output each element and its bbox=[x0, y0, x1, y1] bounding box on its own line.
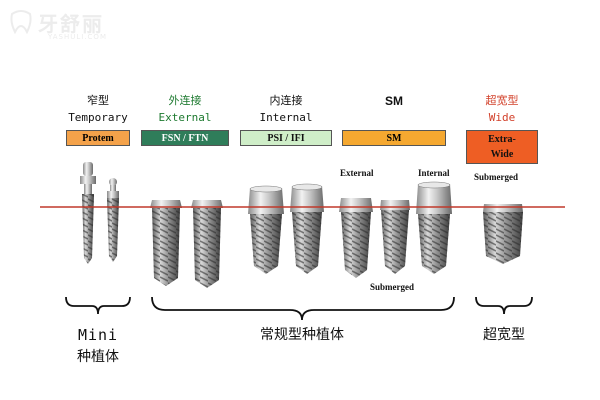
header-internal-en: Internal bbox=[259, 111, 313, 124]
implant-psi-1 bbox=[248, 185, 284, 274]
group-wide: 超宽型 bbox=[483, 327, 525, 343]
tooth-icon bbox=[10, 10, 32, 34]
header-wide-en: Wide bbox=[488, 111, 516, 124]
header-external-en: External bbox=[158, 111, 212, 124]
watermark-text: 牙舒丽 bbox=[38, 12, 104, 36]
category-protem: Protem bbox=[66, 130, 130, 146]
header-temporary-zh: 窄型 bbox=[87, 94, 109, 107]
header-sm-en: SM bbox=[385, 94, 403, 108]
brace-wide bbox=[475, 296, 533, 315]
watermark-logo: 牙舒丽 YASHULI.COM bbox=[8, 4, 138, 44]
header-internal: 内连接 Internal bbox=[240, 92, 332, 126]
category-sm: SM bbox=[342, 130, 446, 146]
label-submerged-wide: Submerged bbox=[474, 172, 519, 182]
header-wide-zh: 超宽型 bbox=[485, 94, 519, 107]
category-extra-wide-line1: Extra- bbox=[488, 134, 516, 145]
group-regular: 常规型种植体 bbox=[260, 327, 344, 343]
header-external: 外连接 External bbox=[141, 92, 229, 126]
category-extra-wide: Extra- Wide bbox=[466, 130, 538, 164]
implant-sm-submerged bbox=[380, 200, 410, 274]
header-wide: 超宽型 Wide bbox=[462, 92, 542, 126]
header-temporary: 窄型 Temporary bbox=[56, 92, 140, 126]
group-mini-line2: 种植体 bbox=[77, 349, 119, 365]
label-sm-external: External bbox=[340, 168, 374, 178]
header-external-zh: 外连接 bbox=[168, 94, 202, 107]
implant-mini-1 bbox=[80, 162, 96, 264]
implant-mini-2 bbox=[107, 178, 119, 262]
category-extra-wide-line2: Wide bbox=[490, 149, 514, 160]
group-mini-line1: Mini bbox=[77, 326, 119, 344]
category-fsn-ftn: FSN / FTN bbox=[141, 130, 229, 146]
label-submerged-sm: Submerged bbox=[370, 282, 415, 292]
category-psi-ifi: PSI / IFI bbox=[240, 130, 332, 146]
implant-wide bbox=[483, 204, 523, 264]
implant-fsn-2 bbox=[191, 200, 223, 288]
implant-sm-external bbox=[339, 198, 373, 278]
watermark-subtext: YASHULI.COM bbox=[48, 33, 107, 41]
implant-sm-internal bbox=[416, 181, 452, 274]
header-sm: SM bbox=[342, 93, 446, 110]
header-internal-zh: 内连接 bbox=[269, 94, 303, 107]
label-sm-internal: Internal bbox=[418, 168, 450, 178]
implant-psi-2 bbox=[290, 183, 324, 274]
implant-fsn-1 bbox=[150, 200, 182, 286]
header-temporary-en: Temporary bbox=[68, 111, 128, 124]
brace-regular bbox=[151, 296, 455, 321]
brace-mini bbox=[65, 296, 131, 315]
group-mini: Mini 种植体 bbox=[50, 324, 146, 368]
